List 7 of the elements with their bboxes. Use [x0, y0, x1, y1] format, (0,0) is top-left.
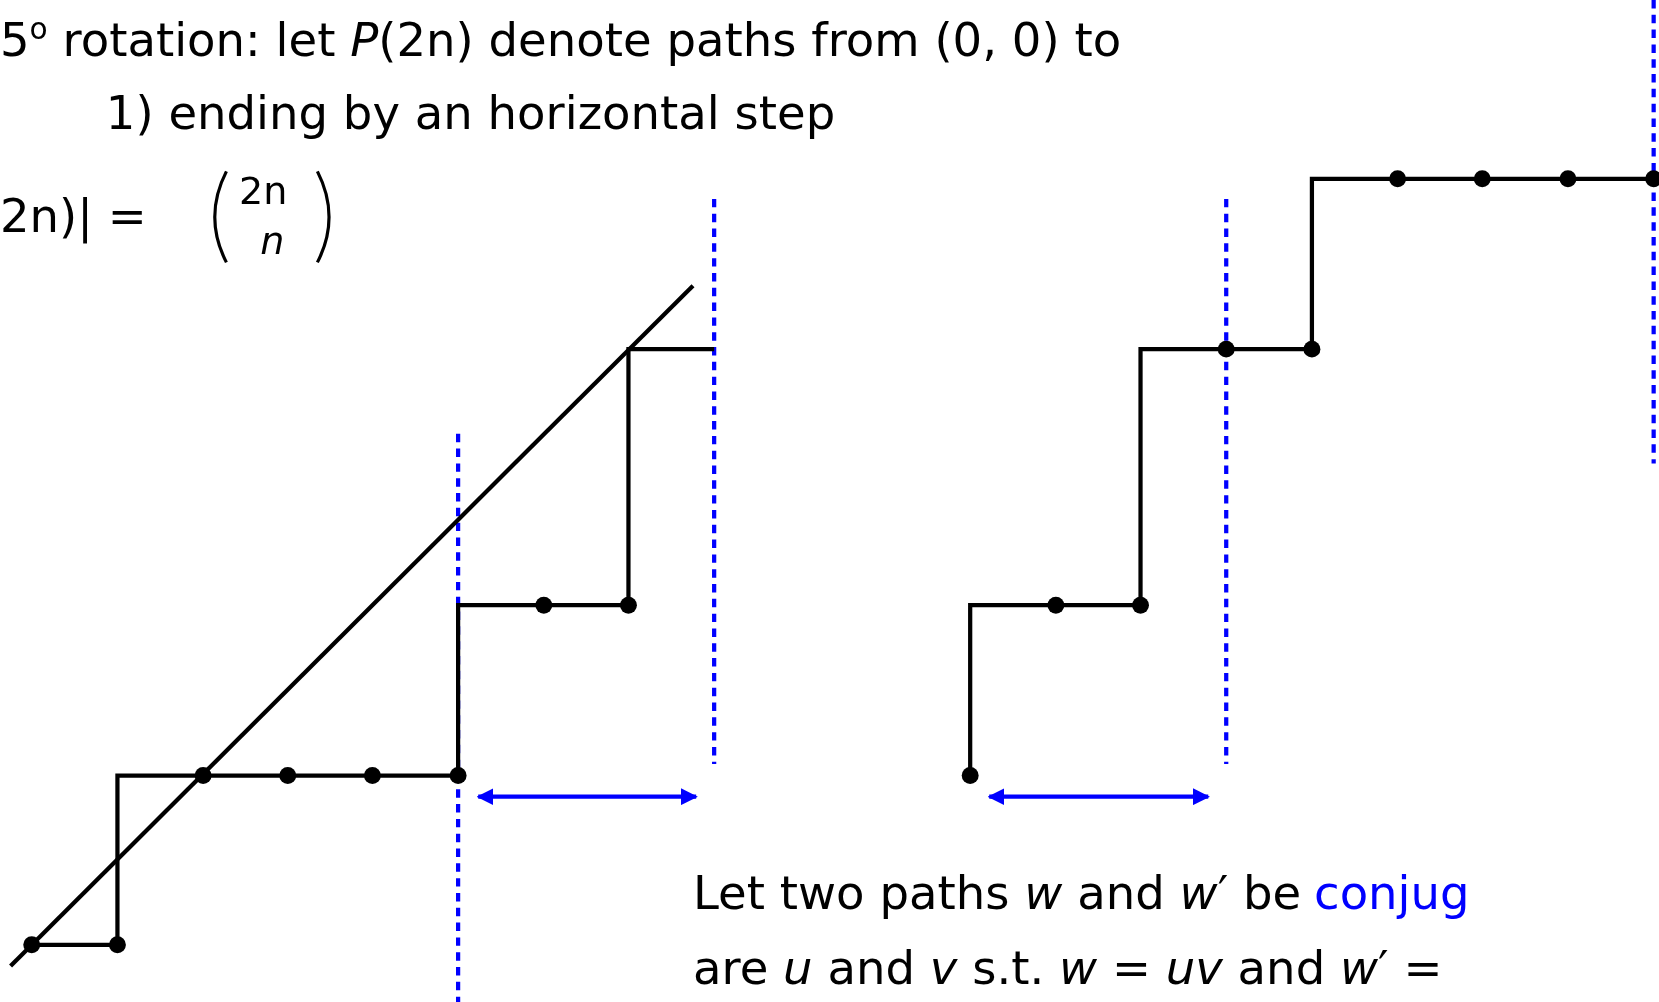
text-line: Let two paths w and w′ be — [693, 869, 1302, 917]
text-line: 2n — [239, 172, 288, 211]
text-line: are u and v s.t. w = uv and w′ = — [693, 944, 1443, 992]
text-line: conjug — [1314, 869, 1470, 917]
text-line: n — [260, 222, 285, 261]
text-line: 1) ending by an horizontal step — [105, 89, 836, 137]
text-line: 5$^{o}$ rotation: let P(2n) denote paths from (0, 0) to — [0, 14, 1122, 64]
